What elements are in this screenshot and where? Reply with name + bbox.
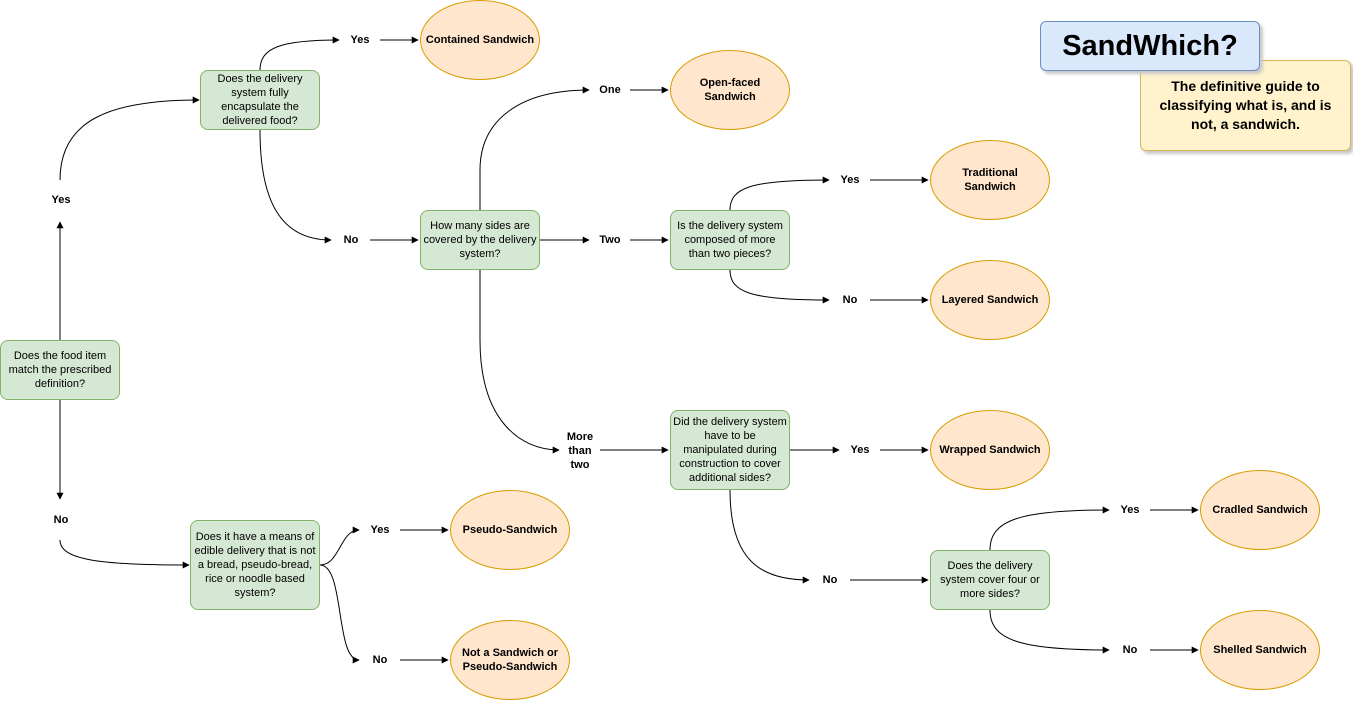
result-traditional: Traditional Sandwich	[930, 140, 1050, 220]
label-four-yes: Yes	[1113, 500, 1147, 520]
result-layered: Layered Sandwich	[930, 260, 1050, 340]
edge-encapsulate-no	[259, 129, 332, 244]
question-pieces: Is the delivery system composed of more …	[670, 210, 790, 270]
label-manipulated-yes: Yes	[843, 440, 877, 460]
edge-no-edible	[59, 539, 190, 569]
edge-four-yes	[989, 506, 1110, 551]
question-four-sides: Does the delivery system cover four or m…	[930, 550, 1050, 610]
label-pieces-yes: Yes	[833, 170, 867, 190]
question-definition: Does the food item match the prescribed …	[0, 340, 120, 400]
question-sides: How many sides are covered by the delive…	[420, 210, 540, 270]
question-manipulated: Did the delivery system have to be manip…	[670, 410, 790, 490]
label-encapsulate-no: No	[334, 230, 368, 250]
edge-manipulated-no	[729, 489, 810, 584]
result-shelled: Shelled Sandwich	[1200, 610, 1320, 690]
label-definition-yes: Yes	[44, 190, 78, 210]
edge-sides-one	[479, 86, 590, 210]
label-definition-no: No	[44, 510, 78, 530]
label-sides-more: More than two	[562, 429, 598, 473]
result-pseudo: Pseudo-Sandwich	[450, 490, 570, 570]
edge-pieces-no	[729, 269, 830, 304]
result-wrapped: Wrapped Sandwich	[930, 410, 1050, 490]
result-cradled: Cradled Sandwich	[1200, 470, 1320, 550]
label-sides-one: One	[592, 80, 628, 100]
edge-edible-yes	[319, 526, 360, 566]
result-contained: Contained Sandwich	[420, 0, 540, 80]
edge-edible-no	[319, 564, 360, 664]
label-edible-yes: Yes	[363, 520, 397, 540]
label-encapsulate-yes: Yes	[343, 30, 377, 50]
label-pieces-no: No	[833, 290, 867, 310]
page-title: SandWhich?	[1040, 21, 1260, 71]
question-encapsulate: Does the delivery system fully encapsula…	[200, 70, 320, 130]
edge-yes-encapsulate	[59, 96, 200, 181]
label-edible-no: No	[363, 650, 397, 670]
result-not-sandwich: Not a Sandwich or Pseudo-Sandwich	[450, 620, 570, 700]
subtitle-note: The definitive guide to classifying what…	[1140, 60, 1351, 151]
label-manipulated-no: No	[813, 570, 847, 590]
edge-pieces-yes	[729, 176, 830, 211]
result-open-faced: Open-faced Sandwich	[670, 50, 790, 130]
edge-encapsulate-yes	[259, 36, 340, 71]
label-sides-two: Two	[592, 230, 628, 250]
label-four-no: No	[1113, 640, 1147, 660]
question-edible: Does it have a means of edible delivery …	[190, 520, 320, 610]
edge-four-no	[989, 609, 1110, 654]
edge-sides-more	[479, 270, 560, 454]
